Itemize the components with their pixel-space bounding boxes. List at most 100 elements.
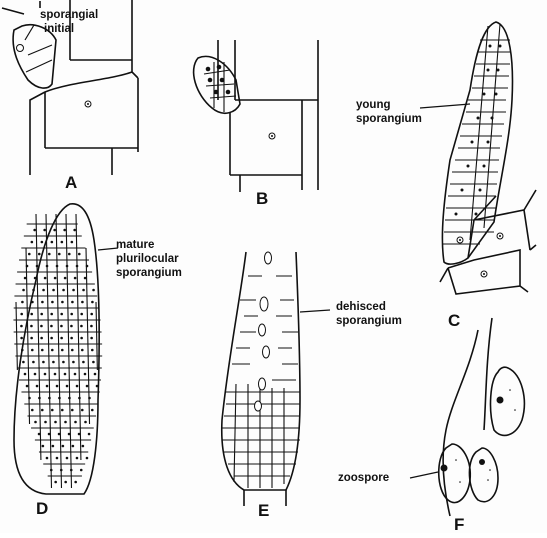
cell-nucleus: [84, 373, 87, 376]
cell-nucleus: [80, 469, 83, 472]
cell-nucleus: [63, 229, 66, 232]
cell-nucleus: [76, 385, 79, 388]
cell-nucleus: [34, 277, 37, 280]
cell-nucleus: [84, 421, 87, 424]
cell-nucleus: [56, 457, 59, 460]
cell-nucleus: [60, 337, 63, 340]
cell-nucleus: [80, 325, 83, 328]
cell-nucleus: [92, 289, 95, 292]
cell-nucleus: [62, 289, 65, 292]
cell-nucleus: [70, 325, 73, 328]
cell-nucleus: [54, 277, 57, 280]
panel-e-drawing: [222, 252, 330, 506]
grid-column-line: [86, 248, 90, 424]
cell-nucleus: [60, 325, 63, 328]
label-young-sporangium-line1: young: [356, 99, 391, 111]
cell-nucleus: [30, 325, 33, 328]
label-sporangial-initial-line1: sporangial: [40, 9, 98, 21]
panel-c-drawing: [420, 22, 536, 294]
cell-nucleus: [33, 229, 36, 232]
cell-nucleus: [41, 241, 44, 244]
cell-nucleus: [50, 313, 53, 316]
cell-nucleus: [40, 325, 43, 328]
grid-column-line: [96, 302, 97, 370]
cell-nucleus: [30, 313, 33, 316]
cell-nucleus: [52, 289, 55, 292]
cell-nucleus: [21, 301, 24, 304]
cell-nucleus: [84, 277, 87, 280]
cell-nucleus: [61, 409, 64, 412]
cell-nucleus: [71, 301, 74, 304]
cell-nucleus: [70, 313, 73, 316]
cell-nucleus: [68, 253, 71, 256]
cell-nucleus: [51, 409, 54, 412]
panel-b-drawing: [194, 40, 318, 192]
cell-nucleus: [22, 361, 25, 364]
cell-nucleus: [88, 433, 91, 436]
cell-nucleus: [81, 349, 84, 352]
panel-letter-d: D: [36, 499, 48, 518]
cell-nucleus: [72, 289, 75, 292]
cell-nucleus: [91, 409, 94, 412]
cell-nucleus: [74, 277, 77, 280]
cell-nucleus: [44, 277, 47, 280]
cell-nucleus: [54, 373, 57, 376]
cell-nucleus: [86, 457, 89, 460]
cell-nucleus: [64, 421, 67, 424]
cell-nucleus: [86, 385, 89, 388]
cell-nucleus: [41, 409, 44, 412]
cell-nucleus: [51, 241, 54, 244]
cell-nucleus: [71, 241, 74, 244]
cell-nucleus: [78, 253, 81, 256]
cell-nucleus: [44, 373, 47, 376]
cell-nucleus: [66, 385, 69, 388]
cell-nucleus: [40, 337, 43, 340]
cell-nucleus: [42, 445, 45, 448]
cell-nucleus: [60, 313, 63, 316]
cell-nucleus: [48, 253, 51, 256]
cell-nucleus: [40, 313, 43, 316]
cell-nucleus: [26, 385, 29, 388]
cell-nucleus: [54, 481, 57, 484]
panel-d-drawing: [14, 204, 118, 494]
cell-nucleus: [64, 481, 67, 484]
cell-nucleus: [31, 301, 34, 304]
cell-nucleus: [41, 349, 44, 352]
label-dehisced-line2: sporangium: [336, 315, 402, 327]
cell-nucleus: [74, 481, 77, 484]
cell-nucleus: [42, 289, 45, 292]
cell-nucleus: [34, 421, 37, 424]
cell-nucleus: [80, 313, 83, 316]
cell-nucleus: [74, 373, 77, 376]
cell-nucleus: [46, 385, 49, 388]
label-mature-line1: mature: [116, 239, 154, 251]
cell-nucleus: [20, 337, 23, 340]
cell-nucleus: [90, 313, 93, 316]
cell-nucleus: [80, 337, 83, 340]
cell-nucleus: [46, 457, 49, 460]
panel-letter-a: A: [65, 173, 77, 192]
cell-nucleus: [50, 337, 53, 340]
cell-nucleus: [31, 241, 34, 244]
cell-nucleus: [24, 277, 27, 280]
cell-nucleus: [61, 349, 64, 352]
cell-nucleus: [31, 409, 34, 412]
label-zoospore: zoospore: [338, 472, 389, 484]
panel-letter-c: C: [448, 311, 460, 330]
cell-nucleus: [72, 361, 75, 364]
cell-nucleus: [92, 361, 95, 364]
cell-nucleus: [52, 361, 55, 364]
cell-nucleus: [24, 373, 27, 376]
cell-nucleus: [72, 445, 75, 448]
cell-nucleus: [73, 229, 76, 232]
grid-column-line: [16, 302, 17, 370]
cell-nucleus: [82, 289, 85, 292]
cell-nucleus: [28, 253, 31, 256]
cell-nucleus: [90, 337, 93, 340]
label-sporangial-initial-line2: initial: [44, 23, 74, 35]
cell-nucleus: [42, 361, 45, 364]
panel-d-cell-grid: [13, 214, 102, 488]
cell-nucleus: [22, 289, 25, 292]
